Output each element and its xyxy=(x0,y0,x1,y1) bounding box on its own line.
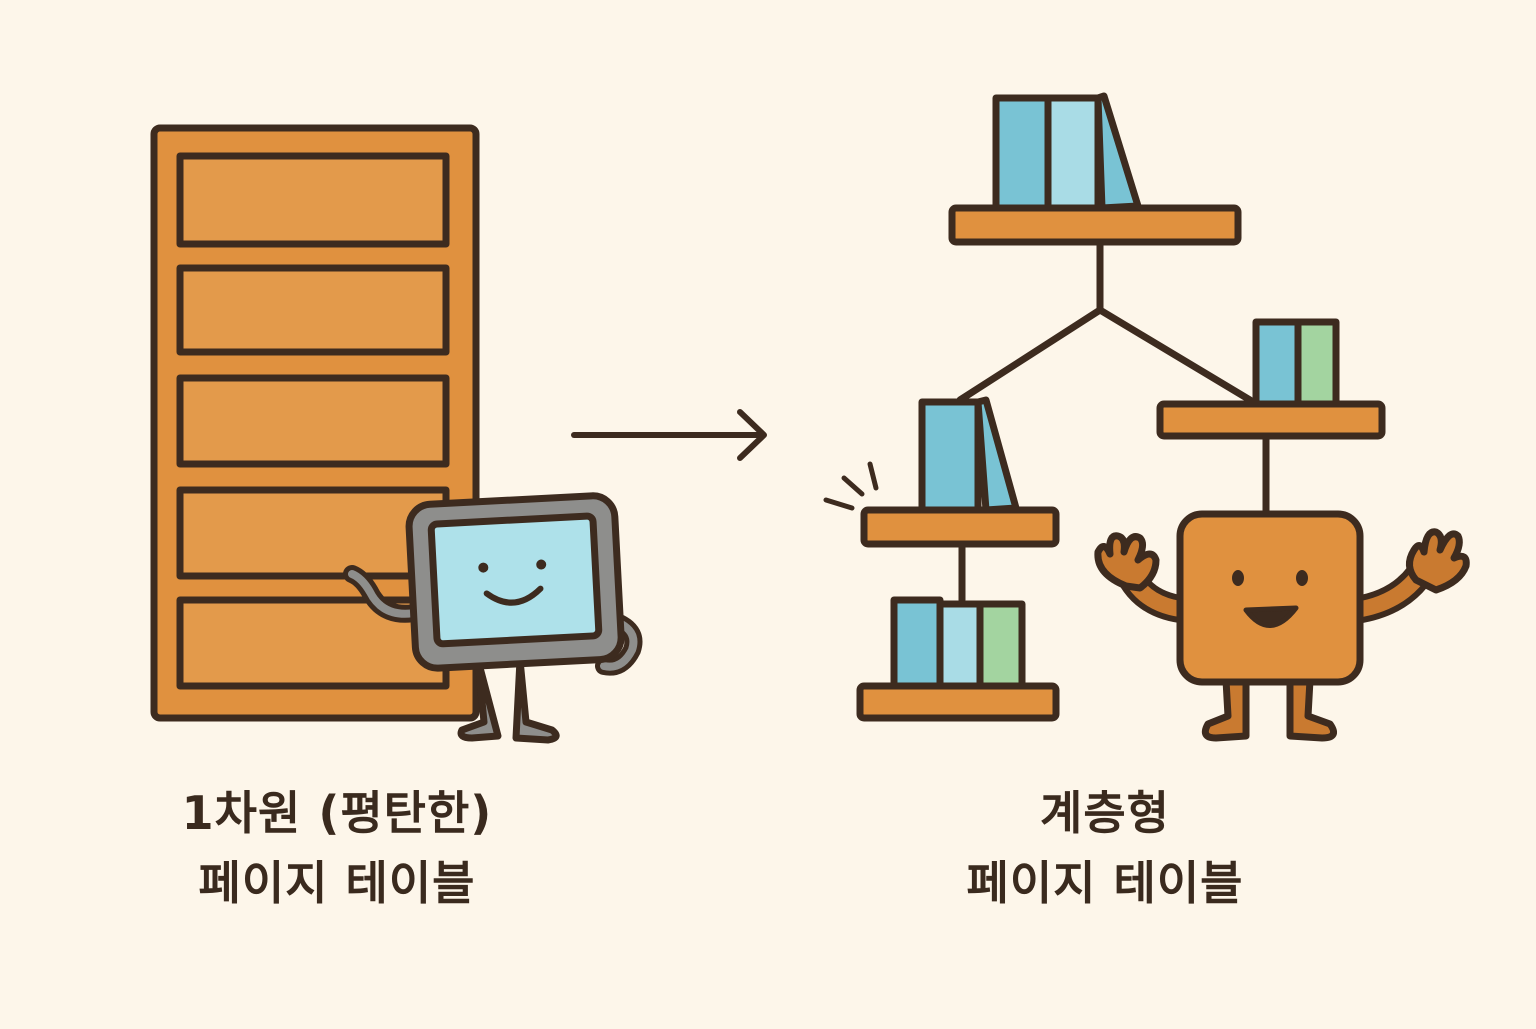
hier-title-line2: 페이지 테이블 xyxy=(966,856,1244,910)
cabinet-drawer xyxy=(176,596,450,690)
level2-shelf-right xyxy=(1156,318,1386,440)
root-shelf xyxy=(948,92,1242,246)
drawer-cabinet-icon xyxy=(150,124,480,722)
flat-title-line2: 페이지 테이블 xyxy=(198,856,476,910)
box-mascot-icon xyxy=(1094,510,1470,742)
hier-title-line1: 계층형 xyxy=(1040,786,1170,840)
sparkle-marks xyxy=(823,461,879,511)
level2-shelf-left xyxy=(860,396,1060,548)
cabinet-drawer xyxy=(176,152,450,248)
level3-shelf xyxy=(856,596,1060,722)
cabinet-drawer xyxy=(176,264,450,356)
hierarchical-bookshelf-tree xyxy=(823,92,1386,722)
hierarchical-page-table-caption: 계층형 페이지 테이블 xyxy=(805,778,1405,918)
arrow-right-icon xyxy=(571,409,767,461)
cabinet-drawer xyxy=(176,374,450,468)
flat-title-line1: 1차원 (평탄한) xyxy=(181,786,493,840)
monitor-mascot-icon xyxy=(343,492,643,744)
cabinet-drawer xyxy=(176,486,450,580)
flat-page-table-caption: 1차원 (평탄한) 페이지 테이블 xyxy=(37,778,637,918)
